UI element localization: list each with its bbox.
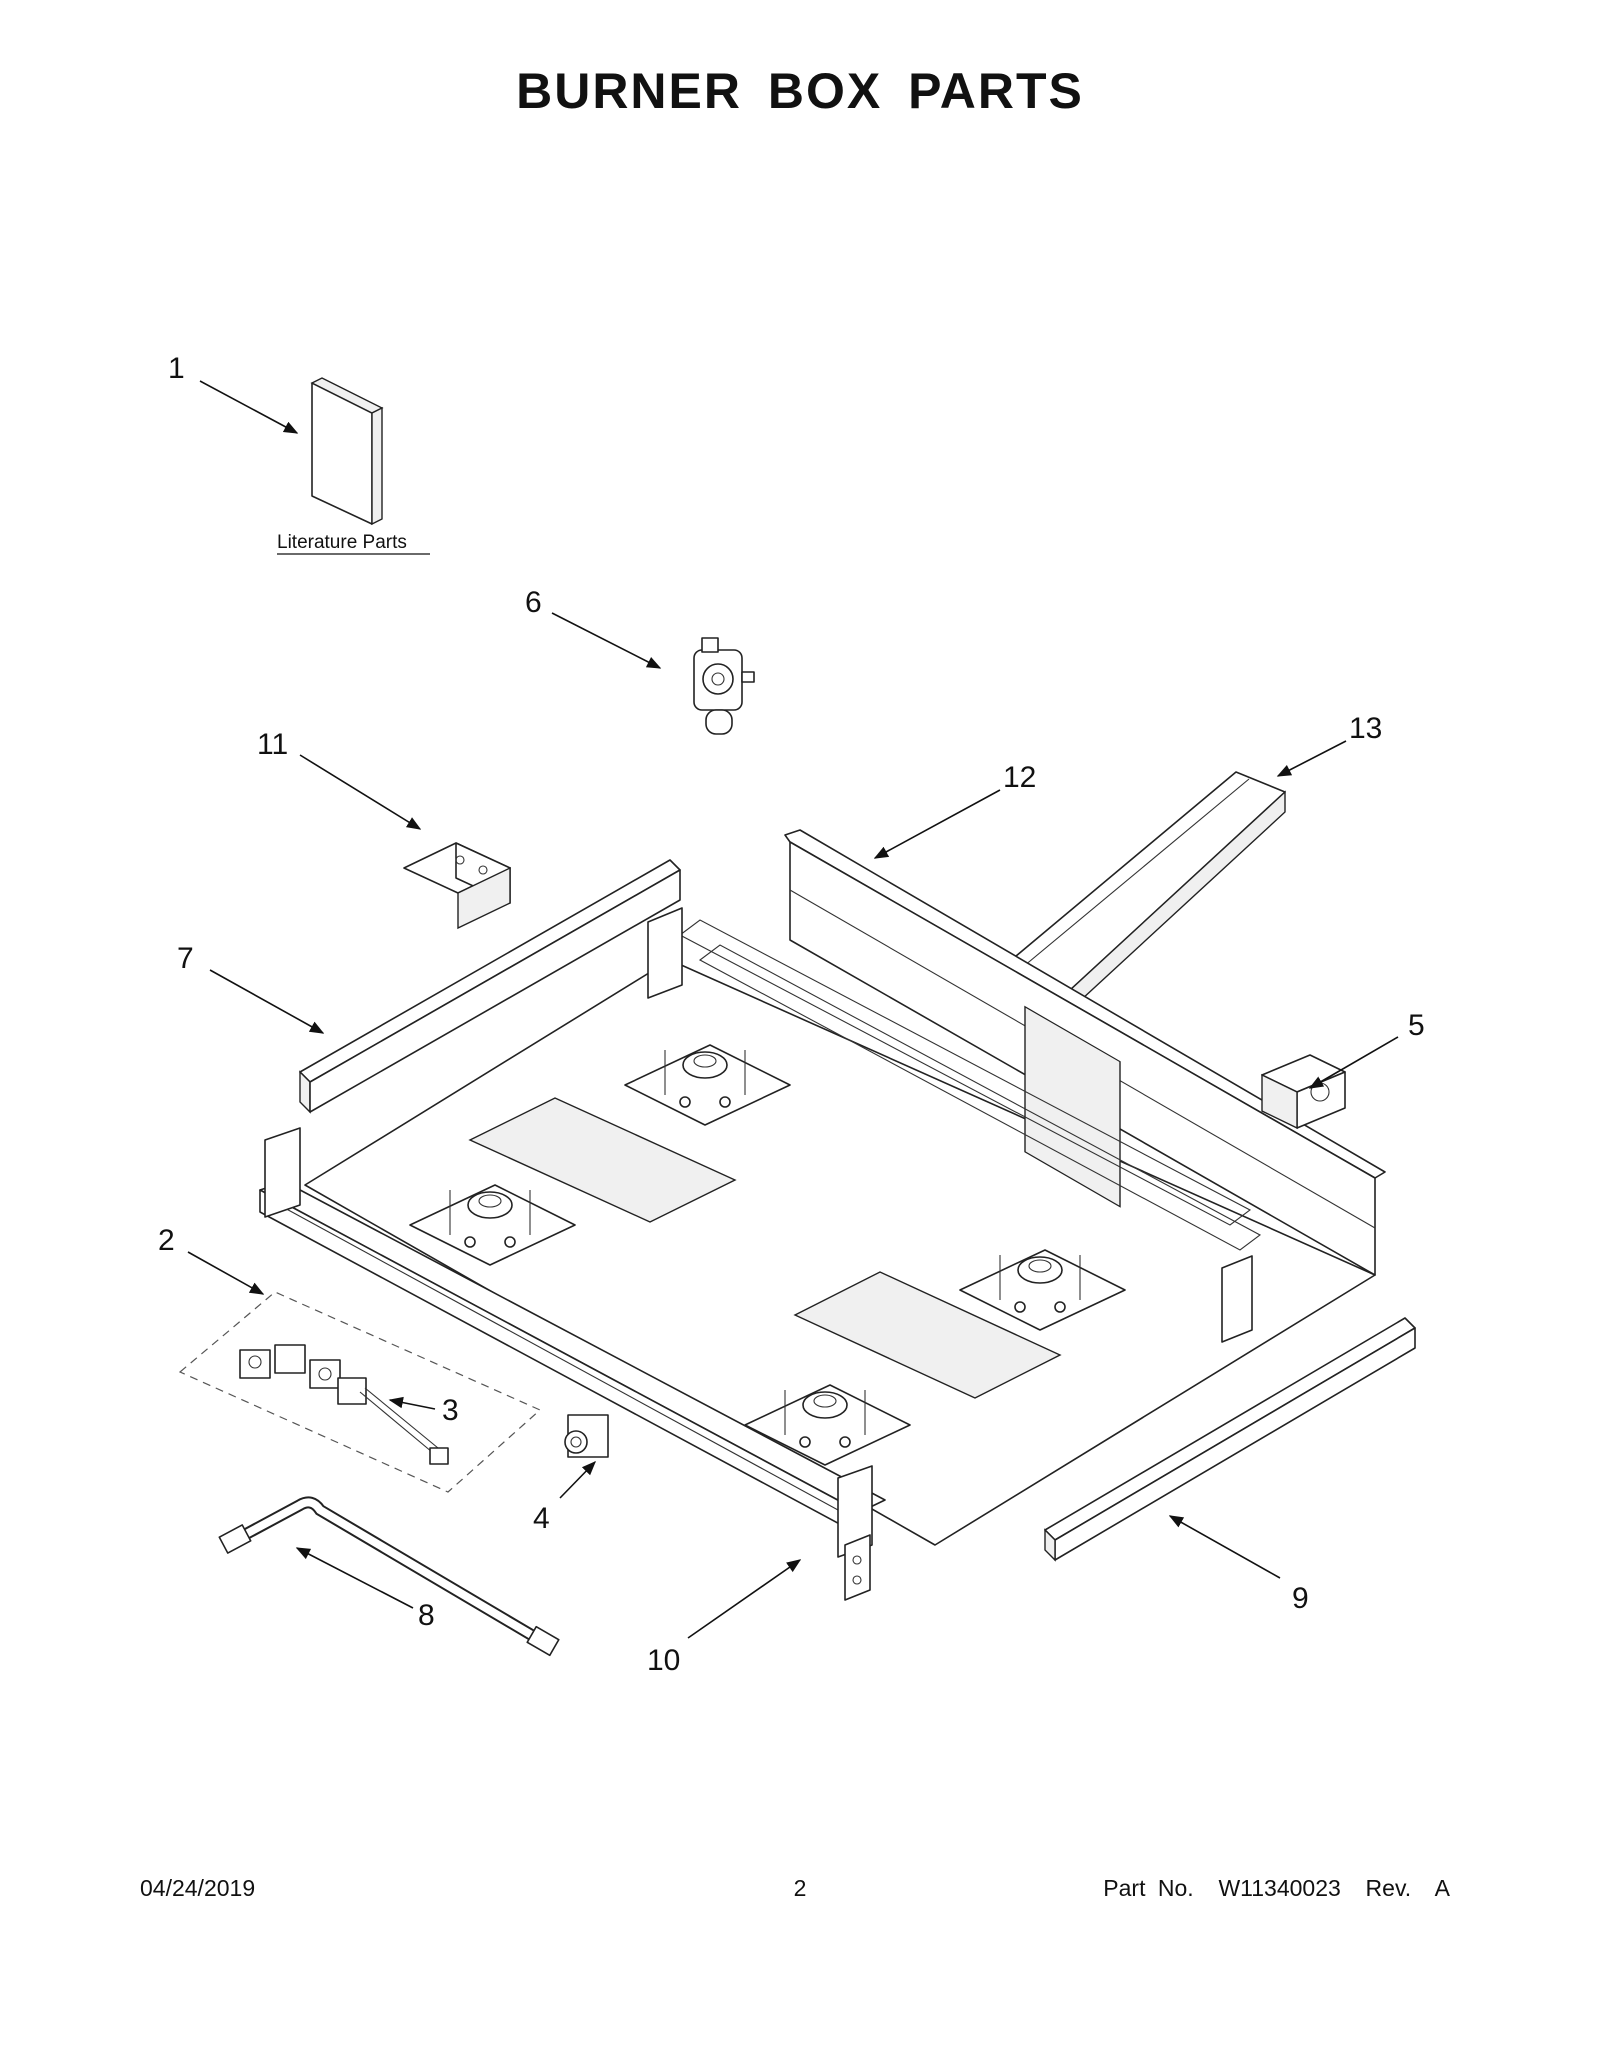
- left-side-trim: [299, 859, 681, 1114]
- footer-part-number: Part No. W11340023 Rev. A: [1103, 1875, 1450, 1901]
- callout-7: 7: [177, 942, 194, 975]
- callout-3: 3: [442, 1394, 459, 1427]
- callout-12: 12: [1003, 761, 1036, 794]
- footer-page-number: 2: [793, 1875, 807, 1901]
- literature-parts-booklet: Literature Parts: [277, 377, 430, 555]
- callout-numbers: 1 6 11 12 13 7 5 2 3 4 8 9 10: [158, 352, 1425, 1677]
- callout-6: 6: [525, 586, 542, 619]
- burner-box-tray: [259, 829, 1386, 1601]
- callout-4: 4: [533, 1502, 550, 1535]
- callout-2: 2: [158, 1224, 175, 1257]
- regulator-valve: [693, 637, 755, 735]
- gas-fitting: [564, 1414, 609, 1458]
- callout-11: 11: [257, 728, 288, 761]
- page-title: BURNER BOX PARTS: [516, 63, 1084, 119]
- burner-head-2: [664, 1050, 746, 1108]
- footer-date: 04/24/2019: [140, 1875, 256, 1901]
- callout-13: 13: [1349, 712, 1382, 745]
- spark-module: [1261, 1054, 1346, 1130]
- callout-1: 1: [168, 352, 185, 385]
- burner-head-1: [449, 1190, 531, 1248]
- right-side-trim: [1044, 1317, 1416, 1562]
- literature-parts-label: Literature Parts: [277, 532, 407, 553]
- callout-5: 5: [1408, 1009, 1425, 1042]
- rear-cover-panel: [984, 771, 1286, 1025]
- callout-9: 9: [1292, 1582, 1309, 1615]
- burner-head-4: [999, 1255, 1081, 1313]
- callout-8: 8: [418, 1599, 435, 1632]
- callout-10: 10: [647, 1644, 680, 1677]
- burner-valves-assembly: [178, 1291, 542, 1493]
- burner-head-3: [784, 1390, 866, 1448]
- leader-arrows: [187, 380, 1399, 1639]
- mounting-bracket: [403, 842, 511, 930]
- gas-supply-tube: [218, 1496, 560, 1657]
